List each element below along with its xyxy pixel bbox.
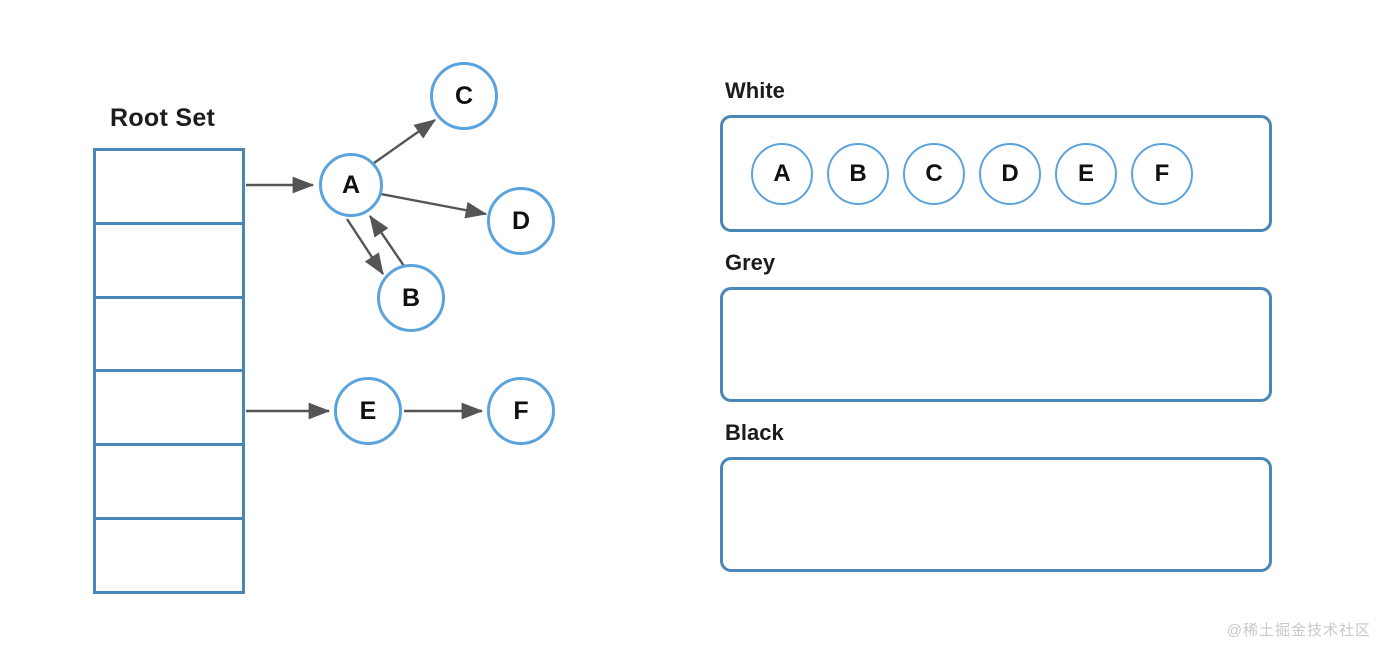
graph-node-a[interactable]: A bbox=[319, 153, 383, 217]
graph-node-f-label: F bbox=[513, 396, 529, 425]
bucket-label-white: White bbox=[725, 78, 785, 103]
root-set-cell[interactable] bbox=[93, 221, 245, 299]
graph-node-d[interactable]: D bbox=[487, 187, 555, 255]
edge-b-to-a bbox=[369, 215, 405, 267]
bucket-chip-d-label: D bbox=[1001, 159, 1019, 187]
graph-node-d-label: D bbox=[511, 206, 531, 235]
graph-node-b-label: B bbox=[401, 283, 421, 312]
graph-node-c[interactable]: C bbox=[430, 62, 498, 130]
edge-a-to-b bbox=[345, 218, 385, 276]
graph-node-e[interactable]: E bbox=[334, 377, 402, 445]
bucket-chip-e-label: E bbox=[1077, 159, 1094, 187]
bucket-chip-c-label: C bbox=[925, 159, 943, 187]
root-set-title: Root Set bbox=[110, 104, 216, 132]
bucket-chip-d[interactable]: D bbox=[979, 142, 1041, 205]
bucket-chip-f[interactable]: F bbox=[1131, 142, 1193, 205]
root-set-cell[interactable] bbox=[93, 148, 245, 225]
root-set-cell[interactable] bbox=[93, 295, 245, 373]
bucket-chip-a[interactable]: A bbox=[751, 142, 813, 205]
watermark: @稀土掘金技术社区 bbox=[1226, 622, 1371, 639]
root-set-cell[interactable] bbox=[93, 517, 245, 594]
bucket-chip-c[interactable]: C bbox=[903, 142, 965, 205]
bucket-chip-b[interactable]: B bbox=[827, 142, 889, 205]
bucket-box-grey[interactable] bbox=[720, 287, 1272, 402]
bucket-chip-b-label: B bbox=[849, 159, 867, 187]
bucket-box-white[interactable]: A B C D E F bbox=[720, 115, 1272, 232]
bucket-chip-e[interactable]: E bbox=[1055, 142, 1117, 205]
bucket-box-black[interactable] bbox=[720, 457, 1272, 572]
graph-node-b[interactable]: B bbox=[377, 264, 445, 332]
bucket-chip-f-label: F bbox=[1154, 159, 1170, 187]
root-set-cell[interactable] bbox=[93, 443, 245, 521]
root-set-cell[interactable] bbox=[93, 369, 245, 447]
bucket-chip-a-label: A bbox=[773, 159, 791, 187]
edge-a-to-c bbox=[373, 119, 436, 164]
graph-node-c-label: C bbox=[454, 81, 474, 110]
root-set-table bbox=[93, 148, 245, 594]
bucket-label-grey: Grey bbox=[725, 250, 776, 275]
graph-node-a-label: A bbox=[341, 170, 361, 199]
graph-node-f[interactable]: F bbox=[487, 377, 555, 445]
graph-node-e-label: E bbox=[359, 396, 377, 425]
bucket-label-black: Black bbox=[725, 420, 784, 445]
edge-a-to-d bbox=[380, 192, 488, 219]
